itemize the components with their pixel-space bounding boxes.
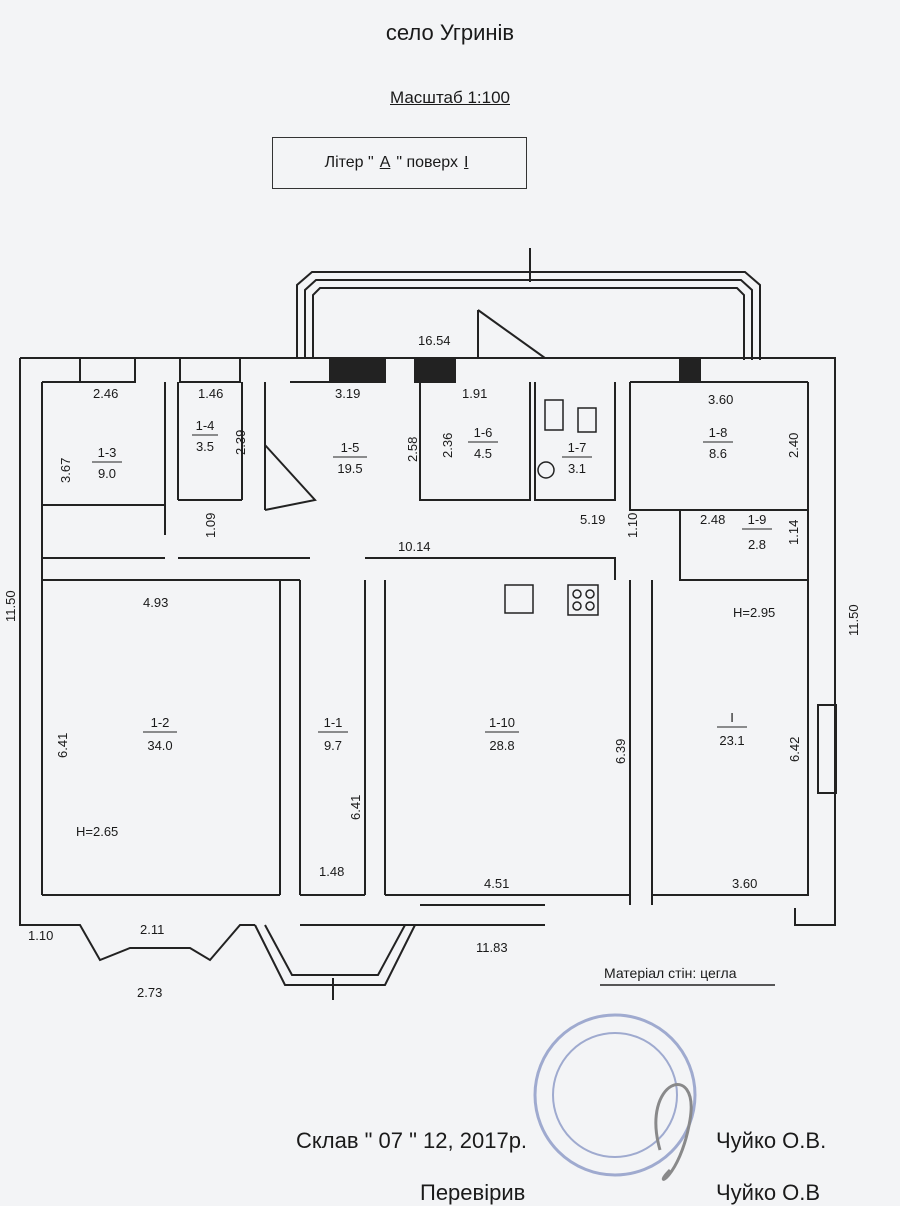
dim-label: 11.83 [476,940,508,955]
dimension-labels: 2.46 1.46 3.19 16.54 1.91 3.60 5.19 10.1… [3,333,861,1000]
room-area: 2.8 [748,537,766,552]
dim-label: 3.67 [58,458,73,483]
letter-value: А [379,154,391,171]
room-id: 1-5 [341,440,360,455]
fixtures [504,399,599,616]
room-area: 34.0 [147,738,172,753]
dim-label: 2.11 [140,922,164,937]
dim-label: 6.41 [55,733,70,758]
dim-label: 6.42 [787,737,802,762]
dim-label: 1.14 [786,520,801,545]
compiled-date: Склав " 07 " 12, 2017р. [296,1128,528,1153]
dim-label: 4.51 [484,876,509,891]
room-id: I [730,710,734,725]
scale-label: Масштаб 1:100 [390,88,510,107]
dim-label: 11.50 [846,604,861,636]
room-area: 19.5 [337,461,362,476]
room-id: 1-9 [748,512,767,527]
wall-material-note: Матеріал стін: цегла [604,965,737,981]
room-area: 8.6 [709,446,727,461]
official-stamp [533,1013,697,1181]
dim-label: 1.10 [28,928,53,943]
room-labels: 1-3 9.0 1-4 3.5 1-5 19.5 1-6 4.5 1-7 3.1… [92,418,772,753]
room-area: 9.0 [98,466,116,481]
dim-label: 1.91 [462,386,487,401]
room-id: 1-2 [151,715,170,730]
room-area: 28.8 [489,738,514,753]
height-label: H=2.65 [76,824,118,839]
dim-label: 2.73 [137,985,162,1000]
letter-mid: " поверх [396,154,458,171]
dim-label: 3.19 [335,386,360,401]
dim-label: 4.93 [143,595,168,610]
checked-by: Чуйко О.В [716,1180,821,1205]
room-area: 4.5 [474,446,492,461]
dim-label: 10.14 [398,539,431,554]
dim-label: 1.46 [198,386,223,401]
room-id: 1-7 [568,440,587,455]
dim-label: 1.48 [319,864,344,879]
room-area: 3.1 [568,461,586,476]
room-area: 23.1 [719,733,744,748]
dim-label: 2.48 [700,512,725,527]
dim-label: 5.19 [580,512,605,527]
dim-label: 1.09 [203,513,218,538]
dim-label: 2.46 [93,386,118,401]
dim-label: 2.40 [786,433,801,458]
dim-label: 3.60 [708,392,733,407]
room-id: 1-4 [196,418,215,433]
dim-label: 6.39 [613,739,628,764]
room-id: 1-3 [98,445,117,460]
compiled-by: Чуйко О.В. [716,1128,827,1153]
room-id: 1-8 [709,425,728,440]
floor-value: І [463,154,469,171]
room-id: 1-1 [324,715,343,730]
dim-label: 11.50 [3,590,18,622]
room-area: 3.5 [196,439,214,454]
dim-label: 1.10 [625,513,640,538]
letter-prefix: Літер " [324,154,374,171]
dim-label: 2.36 [440,433,455,458]
room-id: 1-6 [474,425,493,440]
dim-label: 3.60 [732,876,757,891]
room-area: 9.7 [324,738,342,753]
dim-label: 2.58 [405,437,420,462]
room-id: 1-10 [489,715,515,730]
dim-label: 6.41 [348,795,363,820]
height-label: H=2.95 [733,605,775,620]
checked-label: Перевірив [420,1180,526,1205]
dim-label: 16.54 [418,333,451,348]
dim-label: 2.39 [233,430,248,455]
village-title: село Угринів [385,20,515,45]
letter-floor-box: Літер " А " поверх І [272,137,527,189]
